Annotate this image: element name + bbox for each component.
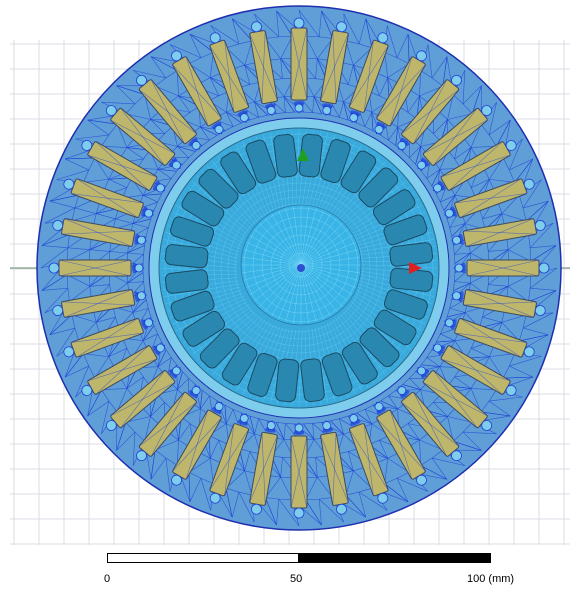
scale-label-50: 50 xyxy=(290,573,302,585)
scale-label-0: 0 xyxy=(104,573,110,585)
stator-coil xyxy=(291,424,307,518)
z-axis-origin-icon xyxy=(297,264,305,272)
rotor-bar xyxy=(165,269,209,294)
rotor-bar xyxy=(165,244,209,268)
stator-coil xyxy=(455,260,549,276)
scale-label-100: 100 (mm) xyxy=(467,573,514,585)
rotor-bar xyxy=(275,358,299,402)
rotor-bar xyxy=(300,358,325,402)
scale-bar-black-segment xyxy=(299,553,491,563)
scale-bar xyxy=(107,553,491,565)
stator-coil xyxy=(49,260,143,276)
scale-bar-white-segment xyxy=(107,553,299,563)
rotor-bar xyxy=(273,134,298,178)
stator-coil xyxy=(291,18,307,112)
